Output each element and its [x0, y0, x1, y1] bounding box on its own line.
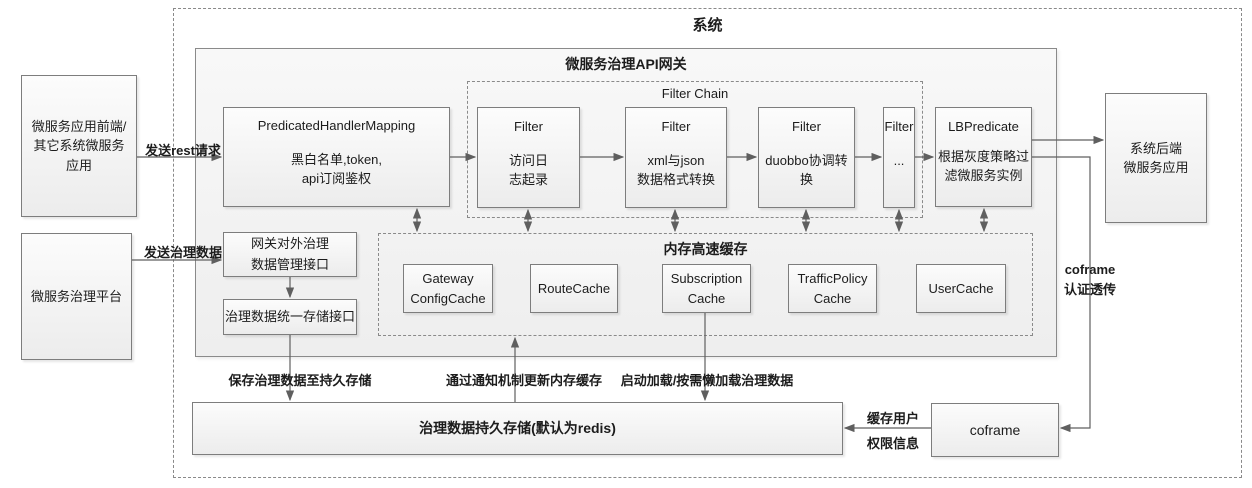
node-filter-xml-json: Filter xml与json 数据格式转换 — [625, 107, 727, 208]
edge-label-notify-update: 通过通知机制更新内存缓存 — [445, 373, 602, 388]
node-subscription-cache: Subscription Cache — [662, 264, 751, 313]
system-boundary — [173, 8, 1242, 478]
node-backend-apps: 系统后端 微服务应用 — [1105, 93, 1207, 223]
edge-label-send-rest: 发送rest请求 — [145, 143, 221, 158]
node-predicated-handler-mapping: PredicatedHandlerMapping 黑白名单,token, api… — [223, 107, 450, 207]
node-coframe: coframe — [931, 403, 1059, 457]
node-filter-dubbo: Filter duobbo协调转 换 — [758, 107, 855, 208]
node-route-cache: RouteCache — [530, 264, 618, 313]
node-storage-unified-interface: 治理数据统一存储接口 — [223, 299, 357, 335]
system-title: 系统 — [692, 17, 723, 34]
filter-chain-group — [467, 81, 923, 218]
edge-label-send-governance: 发送治理数据 — [143, 245, 222, 260]
filter-chain-title: Filter Chain — [661, 86, 729, 101]
edge-label-coframe-auth: coframe 认证透传 — [1063, 262, 1116, 297]
node-persistent-storage: 治理数据持久存储(默认为redis) — [192, 402, 843, 455]
node-governance-mgmt-interface: 网关对外治理 数据管理接口 — [223, 232, 357, 277]
node-frontend-apps: 微服务应用前端/ 其它系统微服务 应用 — [21, 75, 137, 217]
node-lbpredicate: LBPredicate 根据灰度策略过 滤微服务实例 — [935, 107, 1032, 207]
node-filter-access-log: Filter 访问日 志起录 — [477, 107, 580, 208]
edge-label-save-persist: 保存治理数据至持久存储 — [228, 373, 372, 388]
edge-label-lazy-load: 启动加载/按需懒加载治理数据 — [620, 373, 794, 388]
node-filter-more: Filter ... — [883, 107, 915, 208]
node-traffic-policy-cache: TrafficPolicy Cache — [788, 264, 877, 313]
node-frontend-apps-label: 微服务应用前端/ — [31, 118, 127, 134]
gateway-title: 微服务治理API网关 — [565, 56, 687, 72]
node-gateway-config-cache: Gateway ConfigCache — [403, 264, 493, 313]
memory-cache-title: 内存高速缓存 — [663, 241, 748, 257]
edge-label-cache-user-perms: 缓存用户 权限信息 — [866, 411, 919, 451]
node-governance-platform: 微服务治理平台 — [21, 233, 132, 360]
node-governance-platform-label: 微服务治理平台 — [30, 288, 122, 304]
node-user-cache: UserCache — [916, 264, 1006, 313]
node-phm-title: PredicatedHandlerMapping — [257, 118, 416, 133]
